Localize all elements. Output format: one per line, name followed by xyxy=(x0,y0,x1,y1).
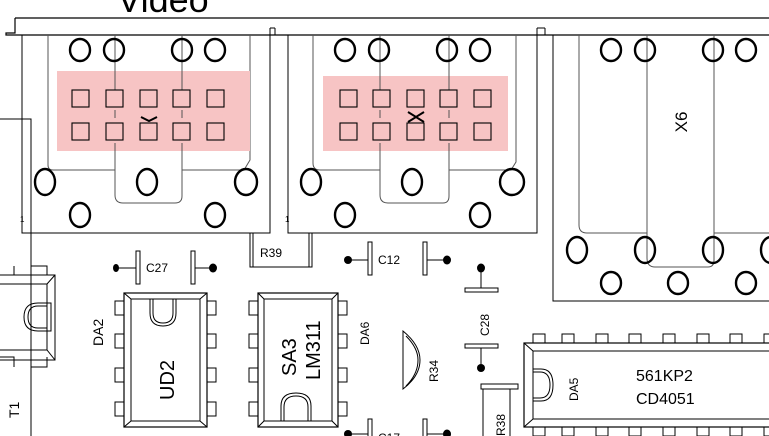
pin1-mark: 1 xyxy=(20,215,25,224)
svg-text:C27: C27 xyxy=(146,261,168,275)
pad-row-bottom xyxy=(71,122,225,141)
pad xyxy=(71,89,90,108)
resistor-r34: R34 xyxy=(402,329,441,391)
left-connector: 1 xyxy=(20,35,259,229)
svg-text:DA2: DA2 xyxy=(90,319,106,346)
pad xyxy=(339,122,358,141)
pad xyxy=(406,122,425,141)
pad xyxy=(139,89,158,108)
ic-da2: DA2 UD2 xyxy=(90,292,217,428)
svg-text:R39: R39 xyxy=(260,246,282,260)
pins-top xyxy=(532,333,769,344)
pad xyxy=(473,89,492,108)
svg-text:R38: R38 xyxy=(494,414,508,436)
ic-da5: DA5 561KP2 CD4051 xyxy=(523,333,769,436)
mount-hole xyxy=(565,235,589,265)
wire-left xyxy=(0,118,32,436)
mount-hole xyxy=(734,37,758,63)
capacitor-c27: C27 xyxy=(113,250,217,285)
part-561kp2: 561KP2 xyxy=(636,368,693,385)
connector-rail xyxy=(5,17,769,36)
pin-key-mark xyxy=(140,116,158,123)
mount-hole xyxy=(734,270,758,296)
pad-row-top xyxy=(339,89,492,108)
connector-label-x6: X6 xyxy=(672,112,691,133)
mount-hole xyxy=(333,37,357,63)
title-video: Video xyxy=(117,0,208,20)
part-cd4051: CD4051 xyxy=(636,391,695,408)
pad xyxy=(372,89,391,108)
middle-connector: 1 xyxy=(285,35,538,234)
right-connector-x6: X6 xyxy=(552,35,769,302)
capacitor-c28: C28 xyxy=(464,263,499,372)
capacitor-c12: C12 xyxy=(344,241,451,276)
label-da6: DA6 xyxy=(358,321,372,345)
mount-hole xyxy=(135,167,159,197)
pad xyxy=(372,122,391,141)
mount-hole xyxy=(203,37,227,63)
mount-hole xyxy=(203,201,227,229)
svg-text:UD2: UD2 xyxy=(157,360,179,400)
pad xyxy=(206,122,225,141)
mount-hole xyxy=(599,37,623,63)
resistor-r39: R39 xyxy=(249,233,313,268)
mount-hole xyxy=(666,270,690,296)
pad xyxy=(172,89,191,108)
mount-hole xyxy=(468,37,492,63)
pad xyxy=(71,122,90,141)
pad xyxy=(406,89,425,108)
pad xyxy=(339,89,358,108)
svg-text:LM311: LM311 xyxy=(303,320,325,380)
svg-text:R34: R34 xyxy=(427,360,441,382)
pad xyxy=(105,89,124,108)
capacitor-c17: C17 xyxy=(344,418,451,436)
pad-row-bottom xyxy=(339,122,492,141)
mount-hole xyxy=(498,167,526,197)
transistor-t1: T1 xyxy=(0,265,56,418)
mount-hole xyxy=(468,201,492,229)
resistor-r38: R38 xyxy=(480,383,519,436)
mount-hole xyxy=(68,201,92,229)
label-da5: DA5 xyxy=(567,377,581,401)
mount-hole xyxy=(333,201,357,229)
pad xyxy=(172,122,191,141)
pad xyxy=(206,89,225,108)
pins-bottom xyxy=(532,426,769,436)
svg-text:C17: C17 xyxy=(378,431,400,436)
mount-hole xyxy=(33,167,57,197)
pad xyxy=(439,122,458,141)
wire-left-border xyxy=(21,35,271,234)
mount-hole xyxy=(599,270,623,296)
svg-text:T1: T1 xyxy=(6,401,22,418)
mount-hole xyxy=(633,37,657,63)
mount-hole xyxy=(701,235,725,265)
pin1-mark: 1 xyxy=(285,215,290,224)
pad xyxy=(473,122,492,141)
mount-hole xyxy=(633,235,657,265)
mount-hole xyxy=(68,37,92,63)
highlight-region xyxy=(57,71,250,151)
mount-hole xyxy=(400,167,424,197)
mount-hole xyxy=(299,167,323,197)
mount-hole xyxy=(435,37,459,63)
pad xyxy=(105,122,124,141)
mount-hole xyxy=(759,236,769,264)
svg-text:SA3: SA3 xyxy=(279,338,301,376)
mount-hole xyxy=(170,37,194,63)
pin-key-mark xyxy=(407,111,425,123)
mount-hole xyxy=(367,37,391,63)
highlight-region xyxy=(323,76,508,151)
mount-hole xyxy=(102,37,126,63)
ic-sa3: SA3 LM311 DA6 xyxy=(248,292,372,428)
svg-text:C12: C12 xyxy=(378,253,400,267)
svg-text:C28: C28 xyxy=(478,314,492,336)
mount-hole xyxy=(233,167,259,197)
pad xyxy=(439,89,458,108)
pad xyxy=(139,122,158,141)
mount-hole xyxy=(701,37,725,63)
pad-row-top xyxy=(71,89,225,108)
